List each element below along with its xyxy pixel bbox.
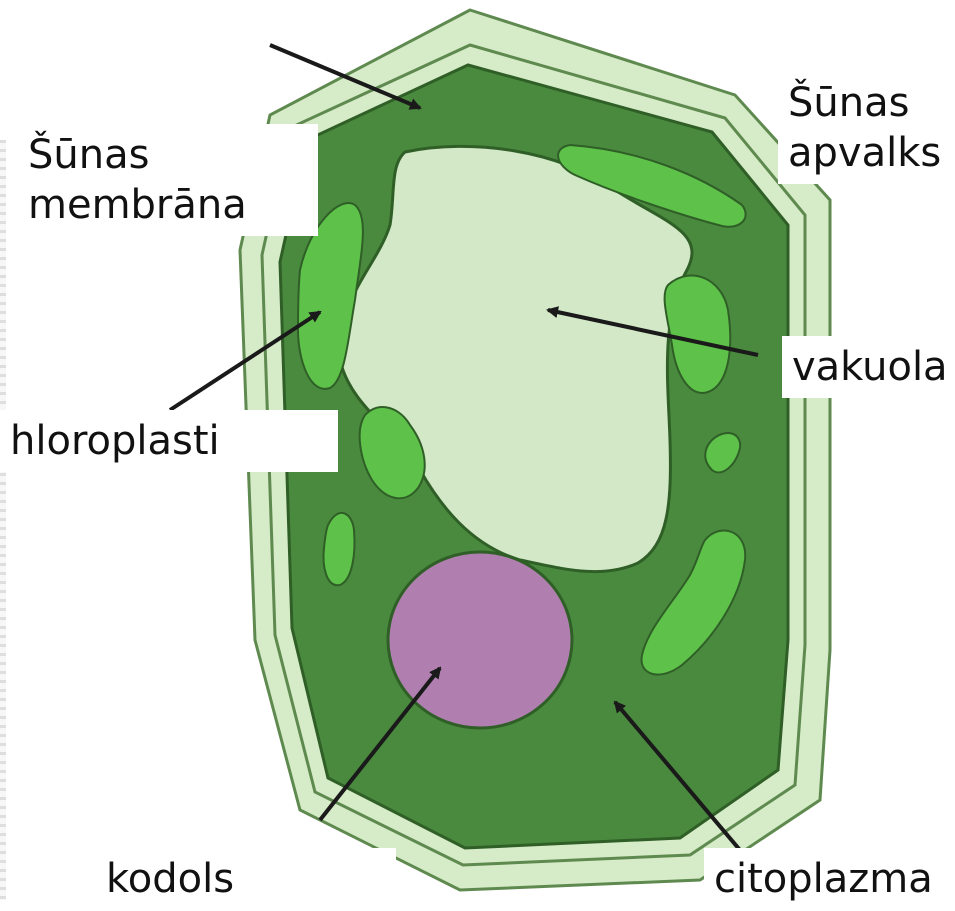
- chloroplast: [324, 513, 355, 585]
- label-chloroplasts: hloroplasti: [0, 410, 338, 472]
- label-cytoplasm: citoplazma: [704, 848, 955, 910]
- label-vacuole: vakuola: [782, 336, 955, 398]
- label-cell-membrane: Šūnas membrāna: [18, 124, 318, 236]
- label-nucleus: kodols: [96, 848, 396, 910]
- label-nucleus-text: kodols: [106, 854, 386, 904]
- label-cell-wall-line2: apvalks: [788, 128, 955, 178]
- label-cell-membrane-line2: membrāna: [28, 180, 308, 230]
- label-vacuole-text: vakuola: [792, 342, 955, 392]
- label-cytoplasm-text: citoplazma: [714, 854, 955, 904]
- label-cell-wall: Šūnas apvalks: [778, 72, 955, 184]
- label-cell-membrane-line1: Šūnas: [28, 130, 308, 180]
- label-cell-wall-line1: Šūnas: [788, 78, 955, 128]
- label-chloroplasts-text: hloroplasti: [10, 416, 328, 466]
